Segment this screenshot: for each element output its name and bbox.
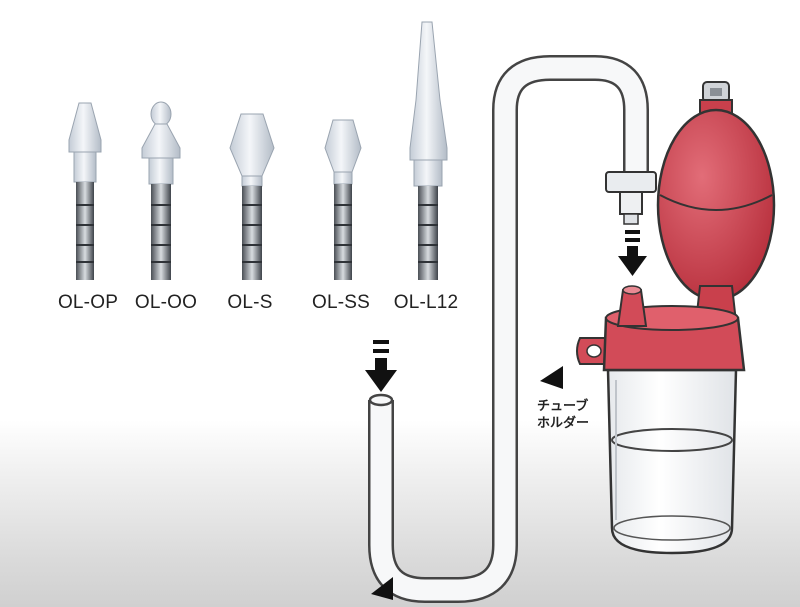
- tip-ol-s: [229, 113, 275, 280]
- collection-jar: [606, 368, 738, 555]
- tip-ol-op: [68, 102, 102, 280]
- tube-connector: [605, 171, 657, 225]
- tip-ol-ss: [324, 119, 362, 280]
- tip-label-ol-s: OL-S: [227, 292, 273, 313]
- tip-ol-oo: [141, 101, 181, 280]
- pointer-tube-holder: [540, 366, 563, 389]
- arrow-into-cap: [618, 230, 647, 276]
- tip-ol-l12: [409, 21, 448, 280]
- suction-bulb: [656, 81, 776, 323]
- arrow-into-tube: [365, 340, 397, 392]
- tip-label-ol-ss: OL-SS: [311, 292, 371, 313]
- tip-label-ol-l12: OL-L12: [393, 292, 459, 313]
- tip-label-ol-oo: OL-OO: [134, 292, 198, 313]
- suction-tube: [368, 55, 649, 603]
- tube-holder-label-line1: チューブ: [537, 398, 589, 413]
- pointer-bottom: [371, 577, 393, 600]
- tip-label-ol-op: OL-OP: [57, 292, 119, 313]
- tube-holder-label-line2: ホルダー: [537, 415, 590, 430]
- jar-cap: [576, 285, 746, 372]
